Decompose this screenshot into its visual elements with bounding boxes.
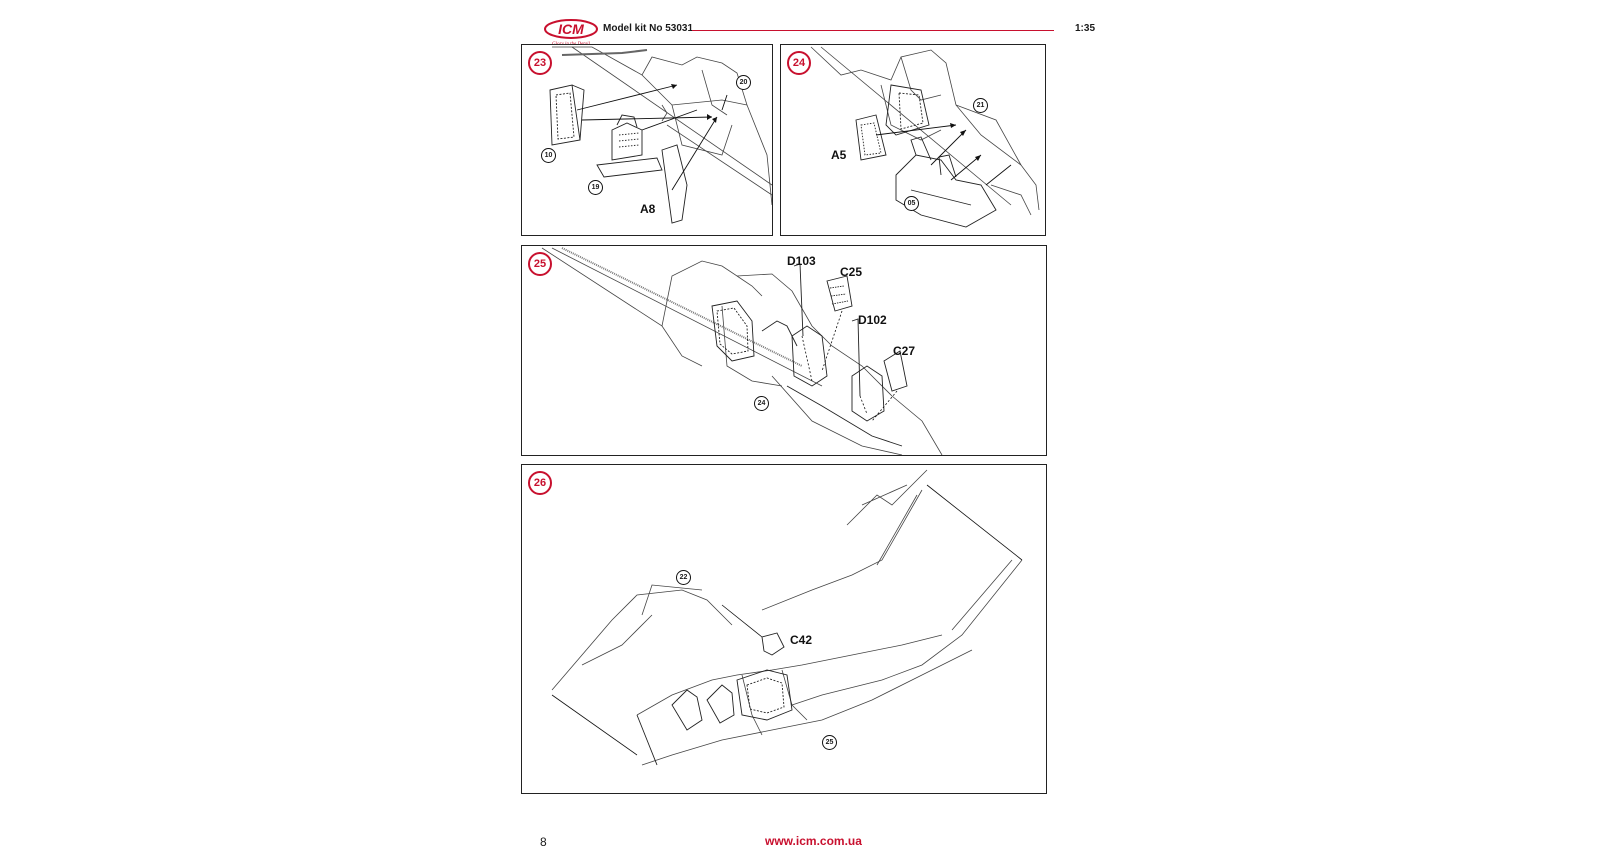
scale-label: 1:35	[1074, 23, 1095, 34]
part-label-d102: D102	[858, 313, 887, 327]
page-number: 8	[540, 835, 547, 849]
step-24-panel: 24 21 05 A5	[780, 44, 1046, 236]
instruction-page: ICM Glory in the Detail Model kit No 530…	[521, 14, 1095, 849]
ref-circle-24: 24	[754, 396, 769, 411]
svg-text:ICM: ICM	[558, 21, 584, 37]
step-number: 25	[528, 252, 552, 276]
step-number: 26	[528, 471, 552, 495]
website-link[interactable]: www.icm.com.ua	[765, 834, 862, 848]
step-25-drawing	[541, 247, 943, 455]
ref-circle-25: 25	[822, 735, 837, 750]
part-label-a5: A5	[831, 148, 847, 162]
ref-circle-20: 20	[736, 75, 751, 90]
step-23-drawing	[549, 46, 772, 224]
ref-circle-21: 21	[973, 98, 988, 113]
part-label-c25: C25	[840, 265, 863, 279]
part-label-a8: A8	[640, 202, 656, 216]
ref-circle-10: 10	[541, 148, 556, 163]
step-number: 24	[787, 51, 811, 75]
step-24-drawing	[810, 46, 1040, 228]
header-rule	[692, 30, 1054, 31]
icm-logo: ICM Glory in the Detail	[542, 17, 600, 47]
step-25-panel: 25 D103 C25 D102 C27 24	[521, 245, 1047, 456]
kit-number: Model kit No 53031	[603, 23, 694, 34]
step-26-panel: 26 22 25 C42	[521, 464, 1047, 794]
part-label-c42: C42	[790, 633, 813, 647]
ref-circle-19: 19	[588, 180, 603, 195]
ref-circle-22: 22	[676, 570, 691, 585]
page-header: ICM Glory in the Detail Model kit No 530…	[540, 14, 1095, 48]
part-label-c27: C27	[893, 344, 916, 358]
part-label-d103: D103	[787, 254, 816, 268]
ref-circle-05: 05	[904, 196, 919, 211]
step-26-drawing	[551, 469, 1023, 766]
step-number: 23	[528, 51, 552, 75]
step-23-panel: 23 10 19 20 A8	[521, 44, 773, 236]
